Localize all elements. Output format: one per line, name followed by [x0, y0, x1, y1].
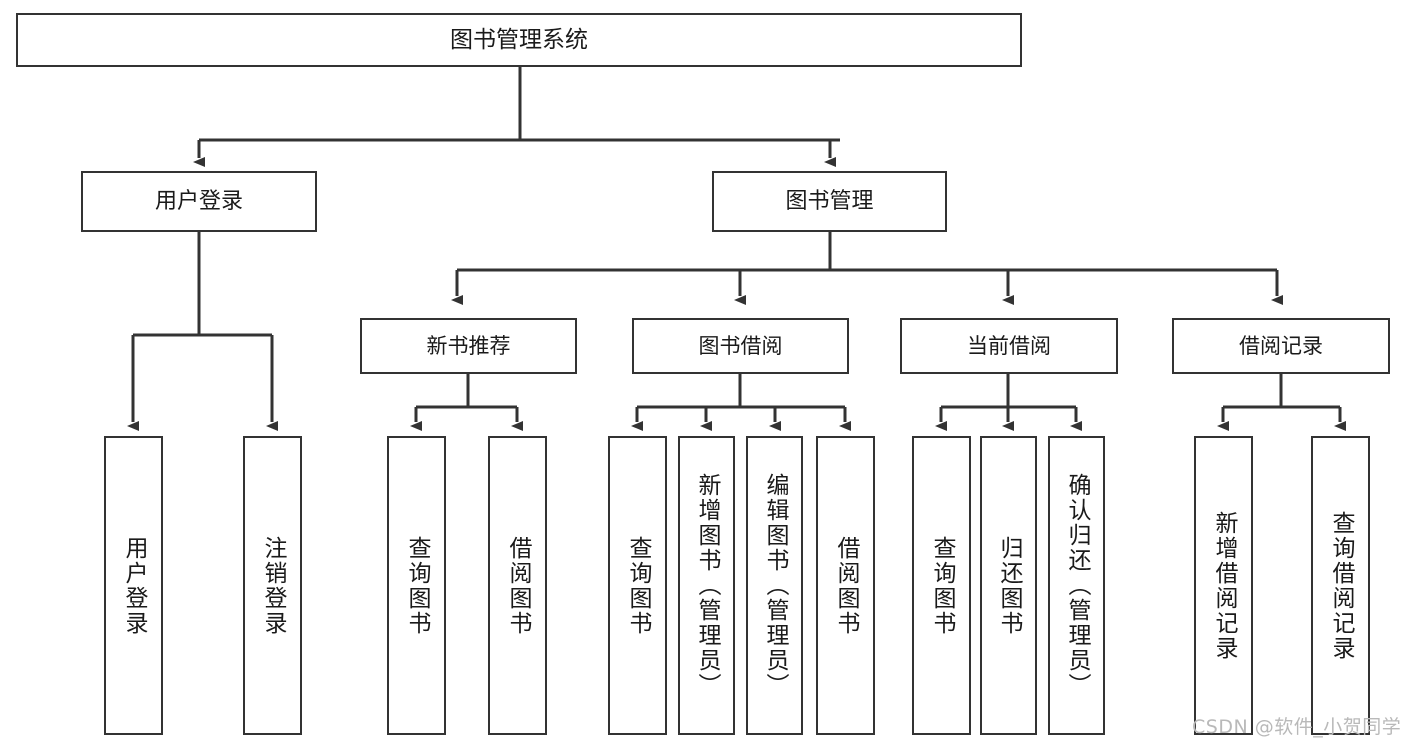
leaf-user-login-label: 用户登录 [121, 535, 147, 636]
leaf-query-book-2-label: 查询图书 [625, 535, 651, 636]
leaf-query-book-1-label: 查询图书 [404, 535, 430, 636]
node-borrow-record[interactable]: 借阅记录 [1172, 318, 1390, 374]
leaf-borrow-book-1-label: 借阅图书 [505, 535, 531, 636]
leaf-edit-book-label: 编辑图书（管理员） [762, 473, 788, 698]
leaf-borrow-book-1[interactable]: 借阅图书 [488, 436, 547, 735]
node-user-login[interactable]: 用户登录 [81, 171, 317, 232]
leaf-logout-label: 注销登录 [260, 535, 286, 636]
node-current-borrow-label: 当前借阅 [967, 333, 1051, 358]
leaf-return-book[interactable]: 归还图书 [980, 436, 1037, 735]
leaf-add-record[interactable]: 新增借阅记录 [1194, 436, 1253, 735]
node-root-label: 图书管理系统 [450, 26, 588, 53]
leaf-query-book-2[interactable]: 查询图书 [608, 436, 667, 735]
node-new-book-recommend[interactable]: 新书推荐 [360, 318, 577, 374]
leaf-query-book-3-label: 查询图书 [929, 535, 955, 636]
leaf-query-book-3[interactable]: 查询图书 [912, 436, 971, 735]
leaf-return-book-label: 归还图书 [996, 535, 1022, 636]
leaf-add-record-label: 新增借阅记录 [1211, 510, 1237, 661]
leaf-confirm-return[interactable]: 确认归还（管理员） [1048, 436, 1105, 735]
node-book-borrow-label: 图书借阅 [698, 333, 783, 358]
node-book-manage[interactable]: 图书管理 [712, 171, 947, 232]
node-book-borrow[interactable]: 图书借阅 [632, 318, 849, 374]
node-current-borrow[interactable]: 当前借阅 [900, 318, 1118, 374]
leaf-query-book-1[interactable]: 查询图书 [387, 436, 446, 735]
node-root[interactable]: 图书管理系统 [16, 13, 1022, 67]
leaf-confirm-return-label: 确认归还（管理员） [1064, 473, 1090, 698]
leaf-borrow-book-2[interactable]: 借阅图书 [816, 436, 875, 735]
leaf-add-book-label: 新增图书（管理员） [694, 473, 720, 698]
leaf-query-record[interactable]: 查询借阅记录 [1311, 436, 1370, 735]
leaf-add-book[interactable]: 新增图书（管理员） [678, 436, 735, 735]
node-book-manage-label: 图书管理 [785, 188, 874, 214]
node-user-login-label: 用户登录 [154, 188, 243, 214]
leaf-user-login[interactable]: 用户登录 [104, 436, 163, 735]
node-borrow-record-label: 借阅记录 [1239, 333, 1323, 358]
leaf-logout[interactable]: 注销登录 [243, 436, 302, 735]
leaf-borrow-book-2-label: 借阅图书 [833, 535, 859, 636]
csdn-watermark: CSDN @软件_小贺同学 [1192, 716, 1402, 738]
leaf-edit-book[interactable]: 编辑图书（管理员） [746, 436, 803, 735]
leaf-query-record-label: 查询借阅记录 [1328, 510, 1354, 661]
node-new-book-recommend-label: 新书推荐 [426, 333, 511, 358]
